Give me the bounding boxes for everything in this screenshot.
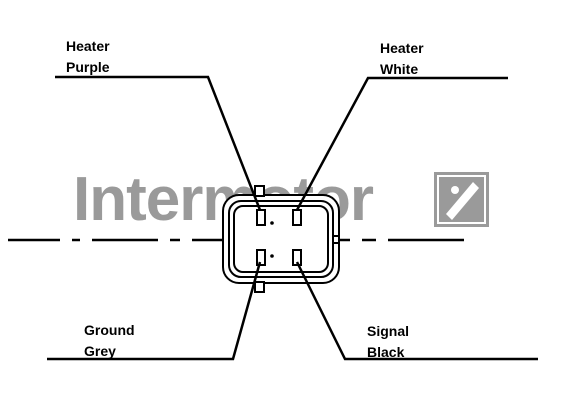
pin-heater-white — [292, 209, 302, 226]
label-ground-grey-line1: Ground — [84, 322, 135, 338]
leader-lines — [47, 75, 538, 361]
label-signal-black: Signal Black — [367, 321, 409, 363]
pin-heater-purple — [256, 209, 266, 226]
label-heater-white-line1: Heater — [380, 40, 424, 56]
connector-pins — [256, 209, 302, 266]
pin-polarity-dots — [270, 221, 274, 258]
intermotor-logo-icon — [434, 172, 489, 227]
label-signal-black-line2: Black — [367, 344, 405, 360]
label-ground-grey: Ground Grey — [84, 320, 135, 362]
label-heater-purple: Heater Purple — [66, 36, 110, 78]
label-heater-purple-line1: Heater — [66, 38, 110, 54]
label-ground-grey-line2: Grey — [84, 343, 116, 359]
label-heater-purple-line2: Purple — [66, 59, 110, 75]
label-heater-white: Heater White — [380, 38, 424, 80]
pin-ground-grey — [256, 249, 266, 266]
leader-heater-purple — [55, 75, 262, 211]
leader-ground-grey — [47, 261, 262, 361]
leader-heater-white — [295, 76, 508, 211]
connector-housing — [222, 185, 340, 293]
label-heater-white-line2: White — [380, 61, 419, 77]
pin-signal-black — [292, 249, 302, 266]
label-signal-black-line1: Signal — [367, 323, 410, 339]
leader-signal-black — [295, 261, 538, 361]
